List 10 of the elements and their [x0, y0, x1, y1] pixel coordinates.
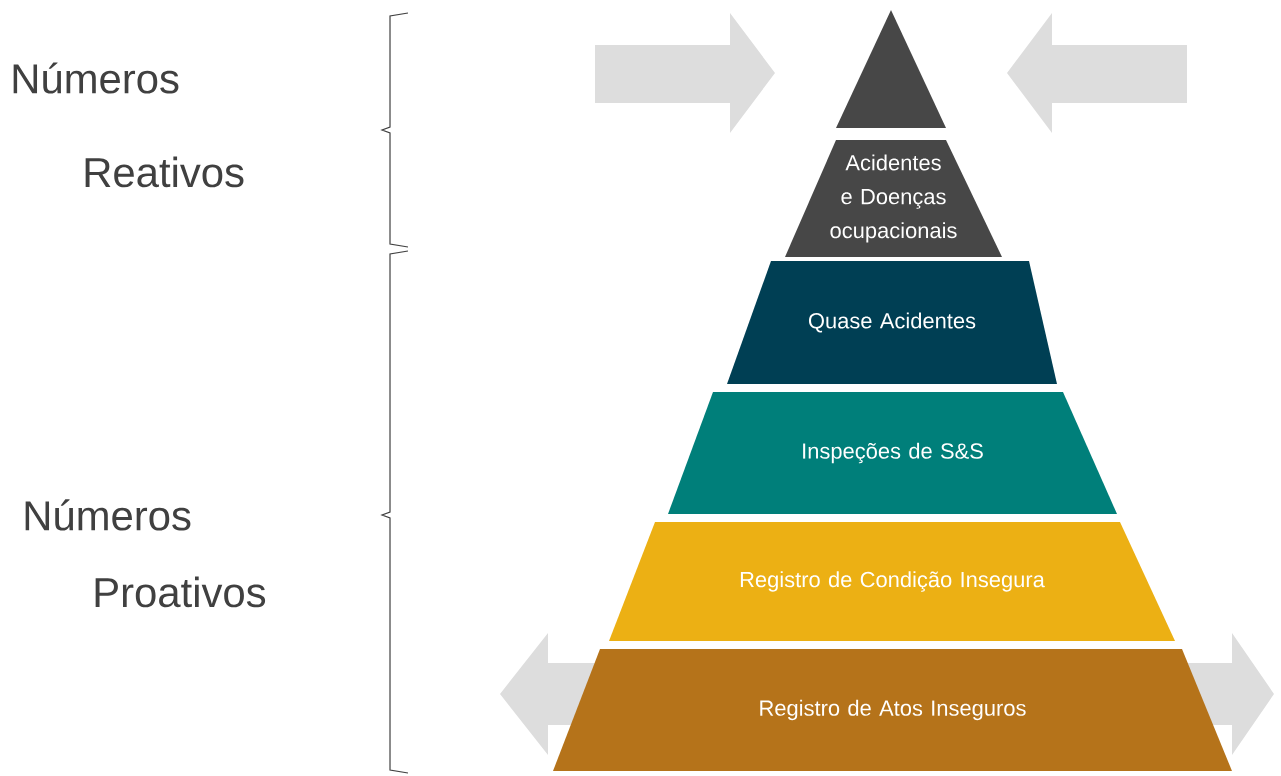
side-label: Números	[25, 499, 191, 531]
pyramid-level: Registro de Atos Inseguros	[553, 649, 1232, 771]
pyramid-level: Registro de Condição Insegura	[609, 522, 1175, 641]
pyramid-level: Acidentes e Doenças ocupacionais	[785, 140, 1002, 257]
side-label: Reativos	[85, 156, 244, 188]
side-label: Números	[13, 62, 179, 94]
pyramid-level: Inspeções de S&S	[668, 392, 1117, 514]
pyramid-apex	[836, 10, 946, 128]
pyramid-level: Quase Acidentes	[727, 261, 1057, 384]
side-label: Proativos	[95, 576, 266, 608]
